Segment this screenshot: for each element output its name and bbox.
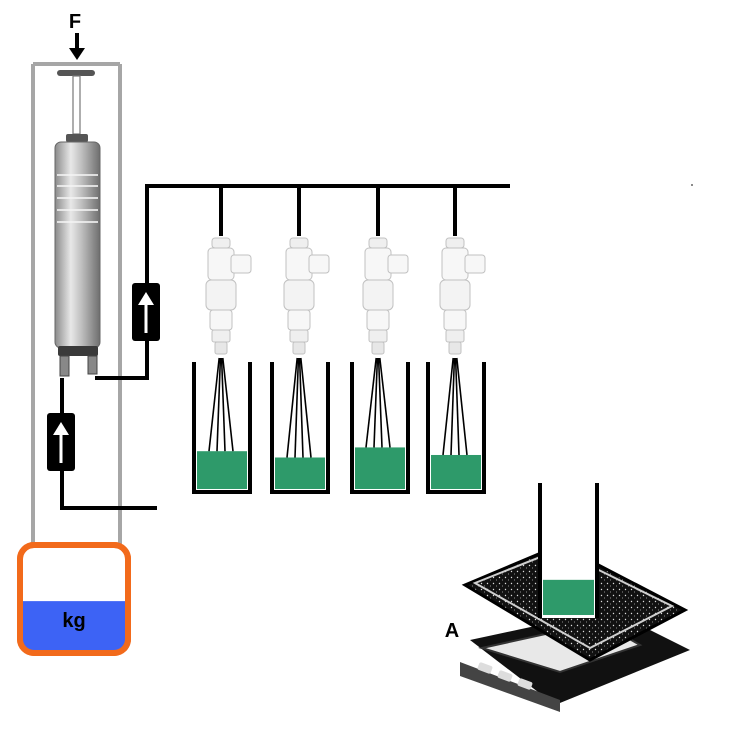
reservoir-unit-label: kg	[62, 610, 85, 632]
force-arrow-icon	[69, 33, 85, 60]
spray-pattern	[442, 357, 468, 456]
spray-pattern	[286, 357, 312, 458]
injector-icon	[362, 237, 409, 355]
stray-dot	[691, 184, 693, 186]
injector-row	[192, 237, 486, 494]
test-beaker	[270, 357, 330, 494]
spray-pattern	[208, 357, 234, 452]
pump-icon	[54, 70, 101, 377]
test-beaker	[426, 357, 486, 494]
flow-arrow-icon	[47, 413, 75, 471]
flow-arrow-icon	[132, 283, 160, 341]
beaker-fluid	[197, 451, 247, 489]
scale-beaker	[538, 483, 599, 618]
scale-label: A	[445, 620, 459, 642]
fuel-reservoir: kg	[17, 542, 131, 656]
scale-beaker-fluid	[543, 579, 594, 615]
spray-pattern	[365, 357, 391, 448]
test-stand-frame	[31, 62, 122, 552]
beaker-fluid	[355, 447, 405, 489]
injector-icon	[439, 237, 486, 355]
force-label: F	[69, 11, 81, 33]
injector-icon	[205, 237, 252, 355]
reservoir-fluid	[20, 601, 128, 653]
beaker-fluid	[431, 454, 481, 489]
test-beaker	[350, 357, 410, 494]
injector-icon	[283, 237, 330, 355]
beaker-fluid	[275, 457, 325, 489]
test-beaker	[192, 357, 252, 494]
